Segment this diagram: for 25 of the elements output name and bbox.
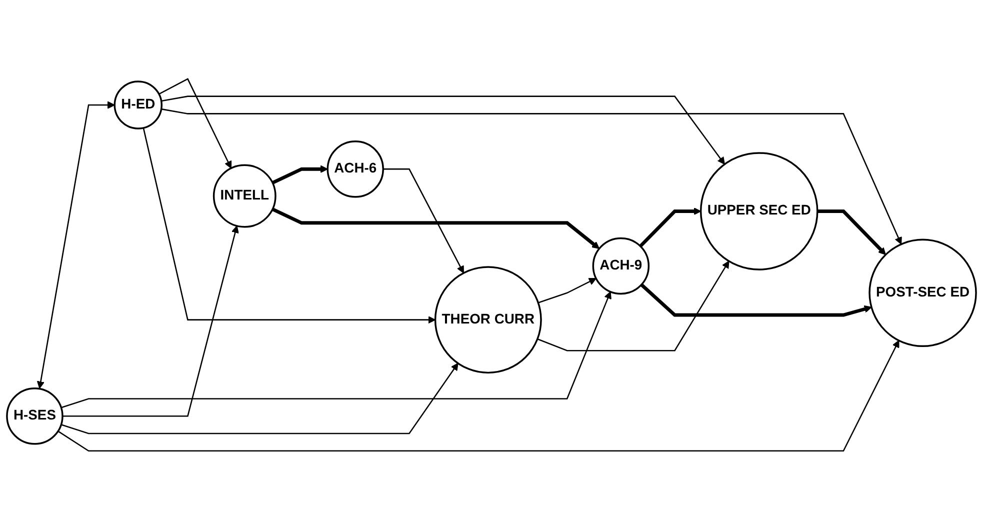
node-circle: ACH-6 [326,140,384,198]
node-circle: H-SES [6,388,64,445]
arrow [383,168,464,274]
node-circle: ACH-9 [592,237,650,295]
arrow [36,101,115,389]
arrow [537,260,730,352]
arrow [161,96,725,165]
arrow [58,340,900,452]
arrow [538,278,596,304]
node-circle: THEOR CURR [434,266,542,374]
arrow [272,165,328,184]
node-circle: POST-SEC ED [868,238,977,348]
arrow [817,210,886,256]
arrow [142,128,436,324]
arrow [161,108,902,245]
arrow [60,291,612,408]
node-circle: UPPER SEC ED [700,152,818,270]
arrow [640,283,872,317]
arrow [60,362,458,434]
arrow [272,208,600,250]
arrow [639,208,702,248]
node-circle: INTELL [212,164,276,228]
arrow [158,78,232,169]
arrow [62,226,239,417]
node-circle: H-ED [114,80,163,130]
